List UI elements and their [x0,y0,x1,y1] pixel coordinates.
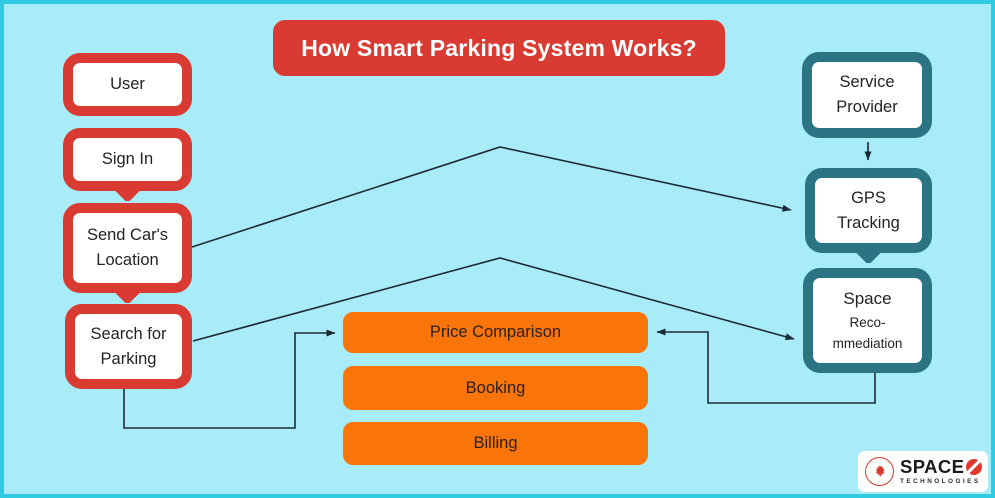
node-search-for-parking-line2: Parking [100,349,157,368]
node-billing: Billing [343,422,648,465]
node-send-cars-location-pointer [114,292,141,303]
logo-brand: SPACE [900,456,965,478]
maple-leaf-icon [865,457,894,486]
node-gps-tracking-line2: Tracking [837,213,900,232]
logo-tagline: TECHNOLOGIES [900,477,981,485]
connector-send-location-to-gps-tracking [191,146,792,248]
node-gps-tracking-line1: GPS [851,188,886,207]
connector-search-parking-to-space-recommendation [192,257,795,342]
node-sign-in: Sign In [63,128,192,201]
node-space-recommendation-line1: Space [843,289,892,309]
node-sign-in-pointer [114,190,141,201]
node-send-cars-location-line1: Send Car's [86,226,169,245]
node-price-comparison: Price Comparison [343,312,648,353]
node-send-cars-location: Send Car's Location [63,203,192,303]
page-title: How Smart Parking System Works? [273,20,725,76]
logo-text: SPACE TECHNOLOGIES [900,456,983,485]
spaceo-logo: SPACE TECHNOLOGIES [858,451,988,492]
node-gps-tracking: GPS Tracking [805,168,932,263]
connector-space-recommendation-to-price-comparison [656,328,876,404]
slashed-o-icon [966,459,983,476]
node-service-provider-line2: Provider [836,98,898,116]
node-booking: Booking [343,366,648,410]
node-space-recommendation: Space Reco- mmediation [803,268,932,373]
node-service-provider: Service Provider [802,52,932,138]
node-sign-in-label: Sign In [101,150,154,169]
node-search-for-parking: Search for Parking [65,304,192,389]
node-price-comparison-label: Price Comparison [429,323,562,341]
node-send-cars-location-line2: Location [96,251,159,269]
node-service-provider-line1: Service [839,73,895,92]
node-space-recommendation-line3: mmediation [832,336,903,352]
logo-brand-row: SPACE [900,456,983,478]
node-user-label: User [110,75,145,94]
node-gps-tracking-pointer [855,252,882,263]
node-billing-label: Billing [473,434,518,452]
node-user: User [63,53,192,116]
node-space-recommendation-line2: Reco- [849,314,886,330]
node-search-for-parking-line1: Search for [90,324,167,343]
connector-search-parking-to-price-comparison [123,329,336,429]
node-booking-label: Booking [465,378,526,397]
